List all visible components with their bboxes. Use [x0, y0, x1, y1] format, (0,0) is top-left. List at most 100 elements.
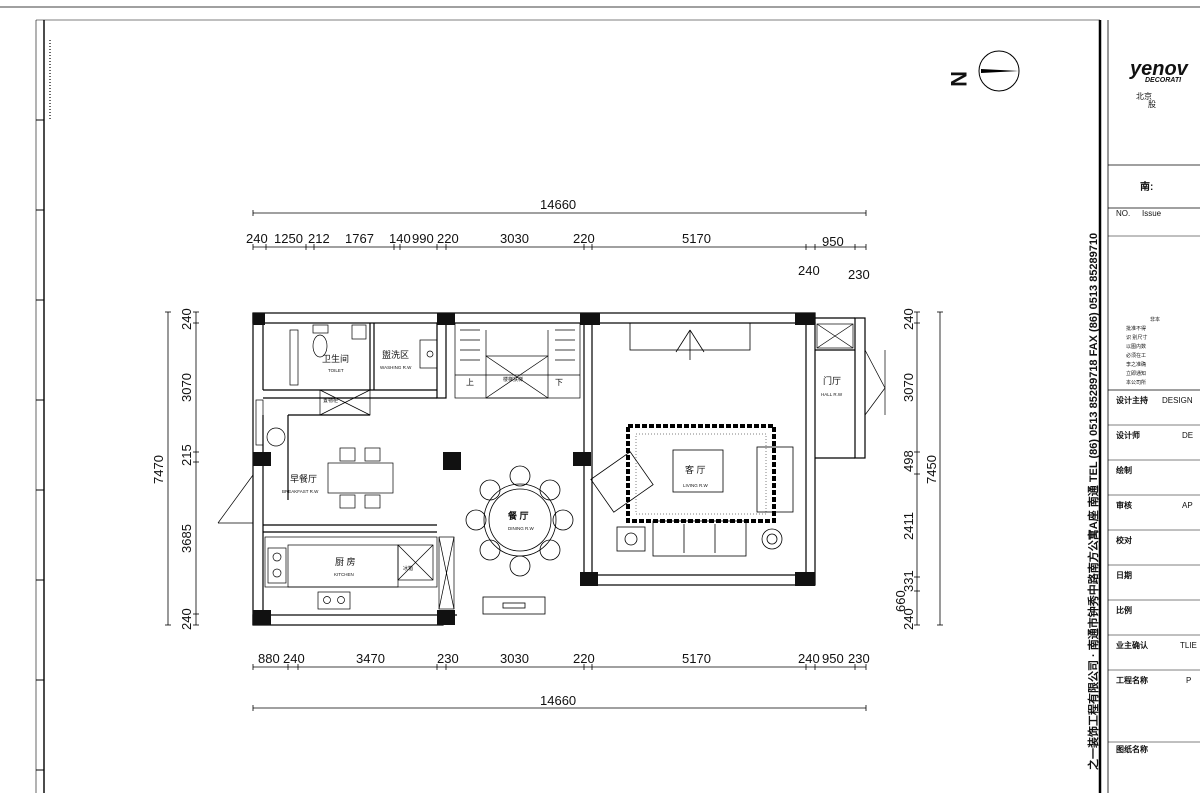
svg-text:工程名称: 工程名称: [1116, 675, 1148, 685]
svg-text:950: 950: [822, 234, 844, 249]
cabinet-label: 置物柜: [323, 397, 338, 404]
svg-text:240: 240: [179, 308, 194, 330]
svg-text:660: 660: [893, 590, 908, 612]
svg-text:220: 220: [437, 231, 459, 246]
title-block-rows: 设计主持 DESIGN 设计师 DE 绘制 审核 AP 校对 日期 比例 业主确…: [1116, 395, 1197, 754]
right-dim-labels: 7450 240 3070 498 2411 331 240 660: [893, 308, 939, 630]
svg-text:非本: 非本: [1150, 316, 1160, 323]
top-segment-labels: 240 1250 212 1767 140 990 220 3030 220 5…: [246, 231, 870, 282]
dining-table: [465, 465, 574, 615]
svg-text:240: 240: [798, 263, 820, 278]
bottom-dimensions: [252, 664, 867, 711]
toilet-cn: 卫生间: [322, 353, 349, 364]
svg-text:215: 215: [179, 444, 194, 466]
bottom-total-dim: 14660: [540, 693, 576, 708]
living-furniture: [590, 322, 794, 557]
toilet-fixtures: [255, 324, 438, 447]
svg-text:140: 140: [389, 231, 411, 246]
svg-text:240: 240: [901, 608, 916, 630]
kitchen-fixtures: [264, 536, 455, 610]
svg-text:3685: 3685: [179, 524, 194, 553]
svg-text:必须在工: 必须在工: [1126, 352, 1146, 359]
washing-cn: 盥洗区: [382, 349, 409, 360]
svg-text:DE: DE: [1182, 431, 1193, 440]
svg-text:950: 950: [822, 651, 844, 666]
block-heading: 南:: [1140, 180, 1153, 193]
company-line1: 北京: [1136, 91, 1152, 101]
svg-text:230: 230: [848, 651, 870, 666]
svg-text:212: 212: [308, 231, 330, 246]
svg-text:3070: 3070: [901, 373, 916, 402]
svg-text:审核: 审核: [1116, 500, 1132, 510]
svg-text:230: 230: [848, 267, 870, 282]
svg-text:240: 240: [798, 651, 820, 666]
notes-list: 非本 批准不得 识 别尺寸 以图内数 必须在工 李之准确 立即通知 本公司所: [1126, 316, 1160, 386]
dining-cn: 餐 厅: [507, 510, 529, 521]
svg-text:2411: 2411: [901, 512, 916, 540]
living-en: LIVING R.W: [683, 483, 709, 488]
north-compass-icon: N: [946, 50, 1020, 92]
sheet-frame: [0, 6, 1200, 793]
svg-text:DESIGN: DESIGN: [1162, 396, 1193, 405]
logo-text: yenov: [1129, 58, 1190, 80]
staircase: [454, 322, 581, 399]
svg-text:5170: 5170: [682, 231, 711, 246]
svg-text:李之准确: 李之准确: [1126, 361, 1146, 368]
svg-text:识 别尺寸: 识 别尺寸: [1126, 334, 1147, 341]
svg-text:1767: 1767: [345, 231, 374, 246]
company-line2: 股: [1148, 100, 1156, 109]
svg-text:绘制: 绘制: [1116, 465, 1132, 475]
svg-text:P: P: [1186, 676, 1191, 685]
hall-cn: 门厅: [823, 375, 841, 386]
svg-text:220: 220: [573, 231, 595, 246]
svg-text:批准不得: 批准不得: [1126, 325, 1146, 332]
kitchen-cn: 厨 房: [335, 556, 356, 567]
svg-text:日期: 日期: [1116, 570, 1132, 580]
right-dimensions: [914, 311, 943, 626]
svg-text:7470: 7470: [151, 455, 166, 484]
svg-text:TLIE: TLIE: [1180, 641, 1197, 650]
compass-label: N: [946, 71, 971, 87]
svg-text:240: 240: [283, 651, 305, 666]
svg-text:990: 990: [412, 231, 434, 246]
svg-text:240: 240: [246, 231, 268, 246]
living-cn: 客 厅: [685, 464, 706, 475]
svg-text:3030: 3030: [500, 231, 529, 246]
svg-text:331: 331: [901, 570, 916, 592]
svg-text:880: 880: [258, 651, 280, 666]
hall-en: HALL R.W: [821, 392, 843, 397]
svg-text:以图内数: 以图内数: [1126, 343, 1146, 350]
svg-text:230: 230: [437, 651, 459, 666]
svg-text:220: 220: [573, 651, 595, 666]
title-block-vertical-text: 之一装饰工程有限公司 · 南通市钟秀中路南方公寓A座 南通 TEL (86) 0…: [1086, 233, 1100, 770]
structural-columns: [253, 313, 815, 625]
svg-text:图纸名称: 图纸名称: [1116, 744, 1148, 754]
svg-text:比例: 比例: [1116, 605, 1132, 615]
svg-text:5170: 5170: [682, 651, 711, 666]
svg-text:AP: AP: [1182, 501, 1193, 510]
issue-label: Issue: [1142, 209, 1162, 218]
fridge-label: 冰箱: [403, 565, 413, 572]
title-block: [1098, 20, 1200, 793]
svg-text:3470: 3470: [356, 651, 385, 666]
stair-center-label: 楼梯扶梯: [503, 376, 523, 383]
breakfast-table: [327, 447, 394, 509]
svg-text:3030: 3030: [500, 651, 529, 666]
left-dimensions: [165, 311, 199, 626]
svg-text:3070: 3070: [179, 373, 194, 402]
dining-en: DINING R.W: [508, 526, 535, 531]
svg-text:业主确认: 业主确认: [1116, 640, 1149, 650]
top-dimensions: [252, 210, 867, 250]
svg-text:校对: 校对: [1116, 535, 1132, 545]
breakfast-door: [217, 474, 254, 524]
top-total-dim: 14660: [540, 197, 576, 212]
svg-text:7450: 7450: [924, 455, 939, 484]
svg-text:498: 498: [901, 450, 916, 472]
toilet-en: TOILET: [328, 368, 344, 373]
logo-sub: DECORATI: [1145, 77, 1182, 84]
svg-text:立即通知: 立即通知: [1126, 370, 1146, 377]
stair-up-label: 上: [466, 378, 474, 387]
bottom-segment-labels: 880 240 3470 230 3030 220 5170 240 950 2…: [258, 651, 870, 666]
svg-text:设计师: 设计师: [1116, 430, 1140, 440]
